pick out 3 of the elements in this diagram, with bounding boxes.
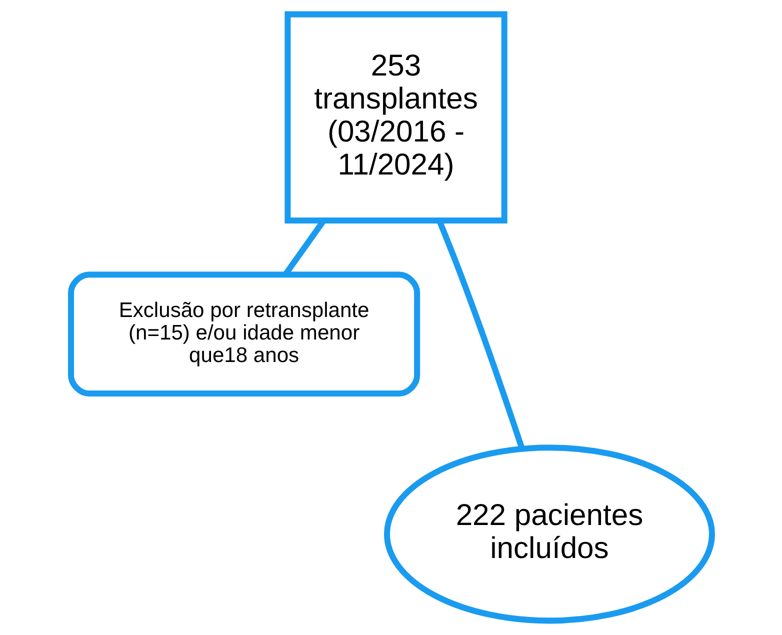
node-box: 253 transplantes (03/2016 - 11/2024) bbox=[284, 11, 507, 224]
node-box: Exclusão por retransplante (n=15) e/ou idade menor que18 anos bbox=[68, 272, 420, 396]
node-ellipse: 222 pacientes incluídos bbox=[383, 444, 714, 624]
